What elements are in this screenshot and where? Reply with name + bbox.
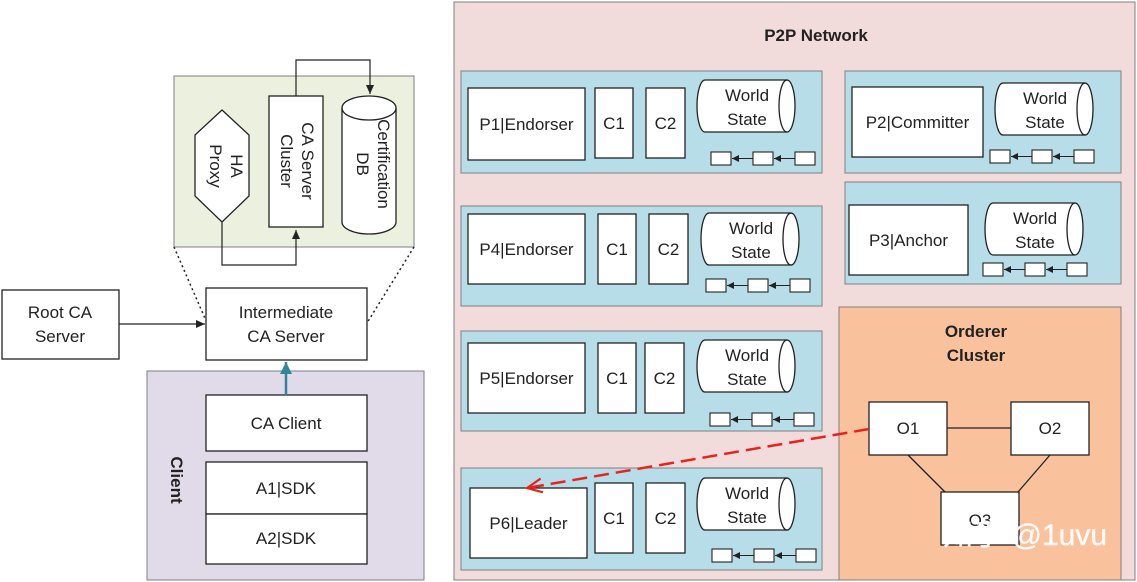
o1-o3-link <box>907 454 946 493</box>
sdk-a2-label: A2|SDK <box>256 529 317 548</box>
peer-label-p5: P5|Endorser <box>479 369 574 388</box>
ledger-chain-p5 <box>709 412 815 427</box>
chaincode-c2-label-p5: C2 <box>654 369 676 388</box>
root-ca-label-line2: Server <box>35 327 85 346</box>
chaincode-c1-label-p1: C1 <box>603 114 625 133</box>
peer-node-p6: P6|Leader <box>469 487 588 559</box>
peer-node-p5: P5|Endorser <box>467 342 586 414</box>
world-state-label-line2-p5: State <box>727 370 767 389</box>
chaincode-c1-p5: C1 <box>597 342 637 414</box>
chaincode-c1-label-p6: C1 <box>603 509 625 528</box>
sdk-a2-node: A2|SDK <box>205 513 368 565</box>
orderer-o2-label: O2 <box>1039 419 1062 438</box>
orderer-title-line1: Orderer <box>945 322 1008 341</box>
peer-node-p1: P1|Endorser <box>467 87 586 161</box>
ha-proxy-node: HA Proxy <box>194 109 250 223</box>
certification-db-node: Certification DB <box>341 95 397 235</box>
chaincode-c2-p1: C2 <box>645 87 686 159</box>
world-state-label-line1-p2: World <box>1023 89 1067 108</box>
world-state-label-line1-p4: World <box>729 219 773 238</box>
client-panel-title: Client <box>167 456 186 504</box>
peer-label-p2: P2|Committer <box>866 113 970 132</box>
intermediate-ca-server-node: Intermediate CA Server <box>205 287 368 361</box>
world-state-label-line2-p4: State <box>731 243 771 262</box>
intermediate-ca-label-line2: CA Server <box>247 327 325 346</box>
root-ca-server-node: Root CA Server <box>1 289 120 360</box>
ledger-chain-p6 <box>711 548 817 563</box>
chaincode-c1-p1: C1 <box>594 87 634 159</box>
chaincode-c1-label-p5: C1 <box>606 369 628 388</box>
world-state-label-line1-p5: World <box>725 346 769 365</box>
world-state-label-line2-p3: State <box>1015 233 1055 252</box>
world-state-label-line2-p1: State <box>727 110 767 129</box>
orderer-to-leader-arrow <box>527 427 870 488</box>
orderer-o1-label: O1 <box>897 419 920 438</box>
ca-server-cluster-label-line2: Cluster <box>277 134 296 188</box>
world-state-label-line1-p6: World <box>725 484 769 503</box>
ledger-chain-p2 <box>989 149 1095 164</box>
world-state-label-line1-p3: World <box>1013 209 1057 228</box>
peer-label-p3: P3|Anchor <box>869 231 948 250</box>
chaincode-c2-label-p4: C2 <box>658 240 680 259</box>
orderer-o1-node: O1 <box>868 401 948 456</box>
peer-label-p4: P4|Endorser <box>479 240 574 259</box>
orderer-title-line2: Cluster <box>947 346 1006 365</box>
ca-server-cluster-label-line1: CA Server <box>298 122 317 200</box>
chaincode-c2-p4: C2 <box>648 213 689 285</box>
ledger-chain-p4 <box>705 278 811 293</box>
world-state-label-line2-p2: State <box>1025 113 1065 132</box>
zoom-line-right <box>366 246 415 324</box>
peer-node-p4: P4|Endorser <box>467 213 586 285</box>
chaincode-c2-p5: C2 <box>644 342 685 414</box>
peer-node-p2: P2|Committer <box>851 86 984 158</box>
peer-label-p1: P1|Endorser <box>479 115 574 134</box>
chaincode-c1-label-p4: C1 <box>606 240 628 259</box>
o2-o3-link <box>1017 454 1051 493</box>
sdk-a1-node: A1|SDK <box>205 461 368 515</box>
world-state-label-line2-p6: State <box>727 508 767 527</box>
ha-proxy-label-line1: HA <box>227 154 246 178</box>
orderer-o3-label: O3 <box>969 511 992 530</box>
ca-server-cluster-node: CA Server Cluster <box>268 95 324 228</box>
chaincode-c2-label-p1: C2 <box>655 114 677 133</box>
chaincode-c1-p4: C1 <box>597 213 637 285</box>
peer-node-p3: P3|Anchor <box>848 204 969 276</box>
certification-db-label-line2: DB <box>353 152 372 176</box>
watermark-text: 知乎 @1uvu <box>943 519 1107 552</box>
orderer-o3-node: O3 <box>940 491 1020 546</box>
root-ca-label-line1: Root CA <box>28 303 93 322</box>
certification-db-label-line1: Certification <box>374 119 393 209</box>
ha-proxy-label-line2: Proxy <box>206 144 225 188</box>
ca-server-to-db-connector <box>295 59 374 96</box>
p2p-network-title: P2P Network <box>764 26 868 45</box>
peer-label-p6: P6|Leader <box>489 514 567 533</box>
ledger-chain-p1 <box>710 151 816 166</box>
orderer-o2-node: O2 <box>1010 401 1090 456</box>
chaincode-c1-p6: C1 <box>594 482 634 554</box>
intermediate-ca-label-line1: Intermediate <box>239 303 334 322</box>
ca-client-label: CA Client <box>251 414 322 433</box>
chaincode-c2-p6: C2 <box>645 482 686 554</box>
sdk-a1-label: A1|SDK <box>256 479 317 498</box>
chaincode-c2-label-p6: C2 <box>655 509 677 528</box>
ca-client-node: CA Client <box>205 394 368 452</box>
ledger-chain-p3 <box>982 262 1088 277</box>
world-state-label-line1-p1: World <box>725 86 769 105</box>
zoom-line-left <box>173 246 208 324</box>
proxy-to-ca-server-connector <box>221 222 300 266</box>
